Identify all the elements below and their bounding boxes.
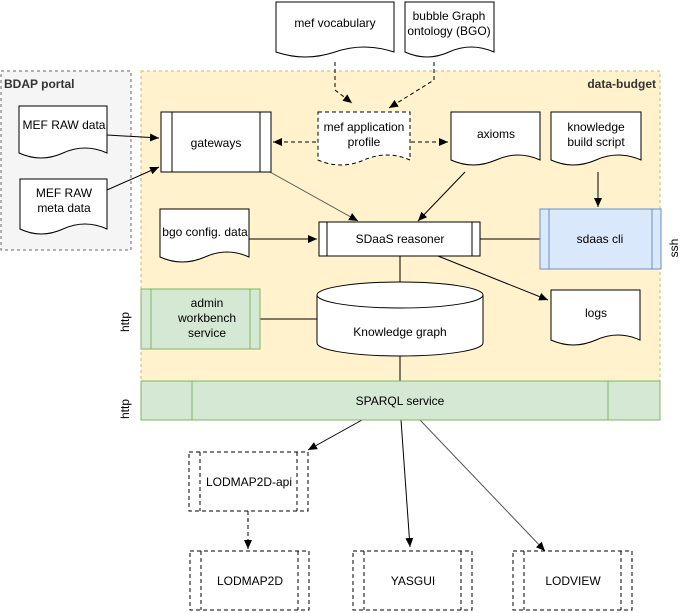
raw-data-to-gateways-connector <box>106 133 160 142</box>
admin-label-line2: workbench <box>177 311 236 325</box>
yasgui-label: YASGUI <box>391 574 435 588</box>
bgo-config-label: bgo config. data <box>162 225 248 239</box>
sparql-service-label: SPARQL service <box>356 394 445 408</box>
gateways-to-reasoner-connector <box>269 171 359 222</box>
knowledge-graph-label: Knowledge graph <box>353 325 446 339</box>
ssh-side-label: ssh <box>667 239 681 258</box>
knowledge-graph-database[interactable]: Knowledge graph <box>316 281 484 357</box>
mef-raw-data-document[interactable]: MEF RAW data <box>18 105 108 159</box>
meta-to-gateways-connector <box>106 166 160 191</box>
yasgui-process[interactable]: YASGUI <box>352 550 473 611</box>
bgo-label-line2: ontology (BGO) <box>407 24 490 38</box>
sparql-to-yasgui-connector <box>400 419 414 548</box>
bgo-config-data-document[interactable]: bgo config. data <box>159 208 250 263</box>
sdaas-reasoner-label: SDaaS reasoner <box>356 232 445 246</box>
logs-document[interactable]: logs <box>550 289 641 346</box>
bgo-document[interactable]: bubble Graph ontology (BGO) <box>404 1 495 58</box>
http-admin-side-label: http <box>118 312 132 332</box>
vocab-to-profile-connector <box>334 62 353 104</box>
lodmap2d-api-process[interactable]: LODMAP2D-api <box>188 451 309 512</box>
axioms-document[interactable]: axioms <box>450 111 541 166</box>
sparql-service-process[interactable]: SPARQL service <box>140 380 661 421</box>
lodmap2d-api-label: LODMAP2D-api <box>206 475 292 489</box>
mef-vocabulary-label: mef vocabulary <box>294 16 375 30</box>
gateways-process[interactable]: gateways <box>160 111 272 173</box>
admin-workbench-service[interactable]: admin workbench service <box>140 288 261 350</box>
mef-vocabulary-document[interactable]: mef vocabulary <box>275 1 395 58</box>
http-sparql-side-label: http <box>118 399 132 419</box>
lodmap2d-process[interactable]: LODMAP2D <box>189 550 310 611</box>
sparql-to-lodview-connector <box>419 419 546 552</box>
admin-label-line1: admin <box>191 296 224 310</box>
logs-label: logs <box>585 306 607 320</box>
mef-raw-meta-document[interactable]: MEF RAW meta data <box>19 178 108 235</box>
mef-raw-meta-label-line1: MEF RAW <box>36 186 93 200</box>
connectors <box>106 62 602 552</box>
mef-profile-label-line2: profile <box>348 135 381 149</box>
sdaas-reasoner-process[interactable]: SDaaS reasoner <box>318 221 481 257</box>
knowledge-build-script-document[interactable]: knowledge build script <box>550 111 642 166</box>
sdaas-cli-label: sdaas cli <box>577 232 624 246</box>
lodview-label: LODVIEW <box>545 574 601 588</box>
mef-application-profile-document[interactable]: mef application profile <box>317 111 411 166</box>
gateways-label: gateways <box>191 136 242 150</box>
kbs-label-line2: build script <box>567 135 625 149</box>
reasoner-to-logs-connector <box>437 255 549 301</box>
bdap-portal-label: BDAP portal <box>4 77 74 91</box>
bgo-label-line1: bubble Graph <box>413 9 486 23</box>
kbs-label-line1: knowledge <box>567 120 625 134</box>
sdaas-cli-process[interactable]: sdaas cli <box>539 208 662 270</box>
admin-label-line3: service <box>188 326 226 340</box>
lodview-process[interactable]: LODVIEW <box>512 550 633 611</box>
data-budget-label: data-budget <box>587 77 656 91</box>
bgo-to-profile-connector <box>388 62 435 109</box>
axioms-to-reasoner-connector <box>417 171 466 222</box>
axioms-label: axioms <box>477 127 515 141</box>
lodmap2d-label: LODMAP2D <box>217 574 283 588</box>
mef-profile-label-line1: mef application <box>324 120 405 134</box>
sparql-to-lodmap-api-connector <box>307 419 363 451</box>
mef-raw-data-label: MEF RAW data <box>23 118 106 132</box>
mef-raw-meta-label-line2: meta data <box>37 201 91 215</box>
